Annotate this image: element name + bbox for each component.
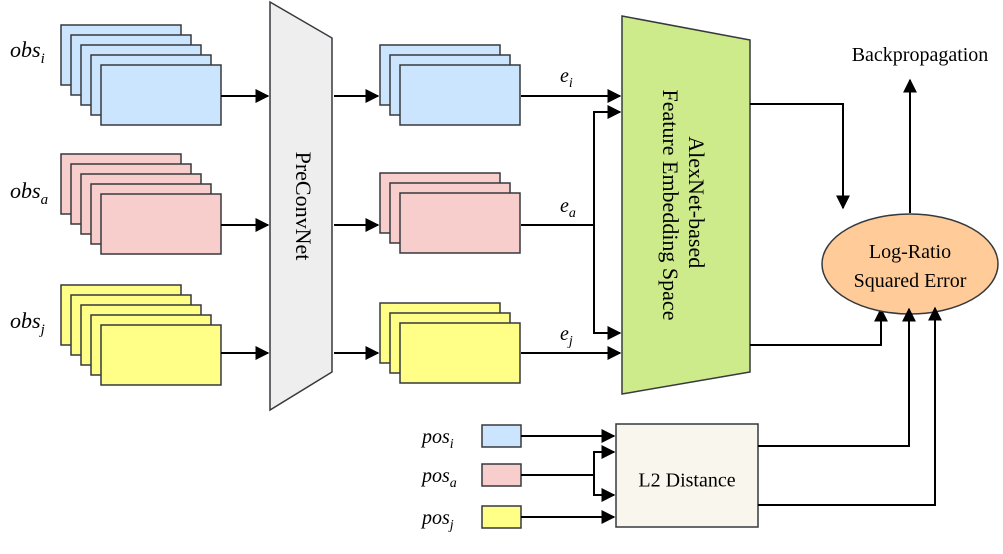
alexnet-embedding-block [621,15,751,395]
pos-j-label: posj [420,507,454,533]
feature-a-stack [379,172,521,254]
feature-a-card-3 [399,192,521,254]
feature-i-card-3 [399,64,521,126]
arrow-l2-to-loss-upper [758,307,916,447]
feature-i-stack [379,44,521,126]
e-a-label: ea [560,195,576,221]
arrow-pos-a-to-l2-lower [593,475,616,502]
feature-j-card-3 [399,322,521,384]
obs-j-label: obsj [10,308,45,338]
arrow-pos-a-to-l2-upper [521,445,616,476]
pos-j-box [481,505,522,529]
obs-a-label: obsa [10,178,48,208]
arrow-alexnet-to-loss-top [750,103,850,210]
obs-a-stack [60,153,222,255]
backpropagation-label: Backpropagation [852,44,989,66]
obs-i-card-5 [100,64,222,126]
l2-distance-label: L2 Distance [638,470,735,492]
pos-a-label: posa [420,465,457,491]
loss-label-line2: Squared Error [854,270,967,292]
obs-j-card-5 [100,324,222,386]
arrow-e-a-to-alexnet-lower [593,225,622,340]
log-ratio-loss-node [821,213,999,315]
alexnet-label: AlexNet-based Feature Embedding Space [658,90,709,321]
obs-j-stack [60,284,222,386]
e-i-label: ei [560,65,573,91]
obs-i-label: obsi [10,37,45,67]
pos-i-label: posi [420,426,454,452]
preconvnet-label: PreConvNet [291,152,316,261]
arrow-l2-to-loss-lower [758,306,942,506]
obs-a-card-5 [100,193,222,255]
pos-a-box [481,463,522,487]
preconvnet-block [269,0,333,412]
loss-label-line1: Log-Ratio [869,241,951,263]
feature-j-stack [379,302,521,384]
pos-i-box [481,424,522,448]
arrow-e-a-to-alexnet-upper [521,105,622,226]
l2-distance-block [615,423,759,528]
obs-i-stack [60,24,222,126]
e-j-label: ej [560,323,573,349]
arrow-alexnet-to-loss-bottom [750,307,888,346]
